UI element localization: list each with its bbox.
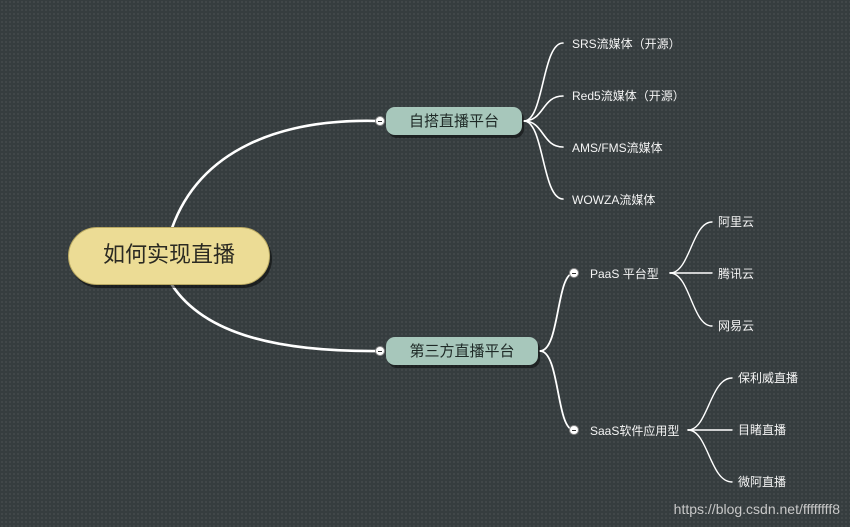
- connector-b2-paas: [539, 272, 575, 352]
- connector-b1-red5: [523, 95, 564, 122]
- connector-b1-wowza: [523, 120, 564, 200]
- connector-root-branch1: [170, 119, 382, 230]
- leaf-polyv[interactable]: 保利威直播: [738, 371, 799, 385]
- root-node[interactable]: 如何实现直播: [68, 227, 270, 285]
- connector-paas-netease: [669, 272, 713, 327]
- sub-branch-paas[interactable]: PaaS 平台型: [590, 267, 659, 281]
- connector-saas-polyv: [687, 377, 733, 431]
- leaf-aliyun[interactable]: 阿里云: [718, 215, 755, 229]
- leaf-srs[interactable]: SRS流媒体（开源）: [572, 37, 681, 51]
- leaf-netease-cloud[interactable]: 网易云: [718, 319, 755, 333]
- connector-saas-wei: [687, 429, 733, 483]
- collapse-icon[interactable]: [375, 116, 385, 126]
- connector-b1-ams: [523, 120, 564, 148]
- leaf-red5[interactable]: Red5流媒体（开源）: [572, 89, 685, 103]
- collapse-icon[interactable]: [375, 346, 385, 356]
- leaf-wowza[interactable]: WOWZA流媒体: [572, 193, 656, 207]
- connector-paas-aliyun: [669, 221, 713, 274]
- leaf-mudu[interactable]: 目睹直播: [738, 423, 787, 437]
- watermark-text: https://blog.csdn.net/ffffffff8: [673, 501, 840, 517]
- leaf-ams-fms[interactable]: AMS/FMS流媒体: [572, 141, 663, 155]
- sub-branch-saas[interactable]: SaaS软件应用型: [590, 424, 680, 438]
- collapse-icon[interactable]: [569, 425, 579, 435]
- leaf-wei[interactable]: 微阿直播: [738, 475, 787, 489]
- leaf-tencent-cloud[interactable]: 腾讯云: [718, 267, 755, 281]
- collapse-icon[interactable]: [569, 268, 579, 278]
- connector-b1-srs: [523, 42, 564, 122]
- branch-node-third-party[interactable]: 第三方直播平台: [386, 337, 538, 365]
- connector-root-branch2: [170, 283, 382, 353]
- branch-node-self-built[interactable]: 自搭直播平台: [386, 107, 522, 135]
- connector-b2-saas: [539, 350, 575, 431]
